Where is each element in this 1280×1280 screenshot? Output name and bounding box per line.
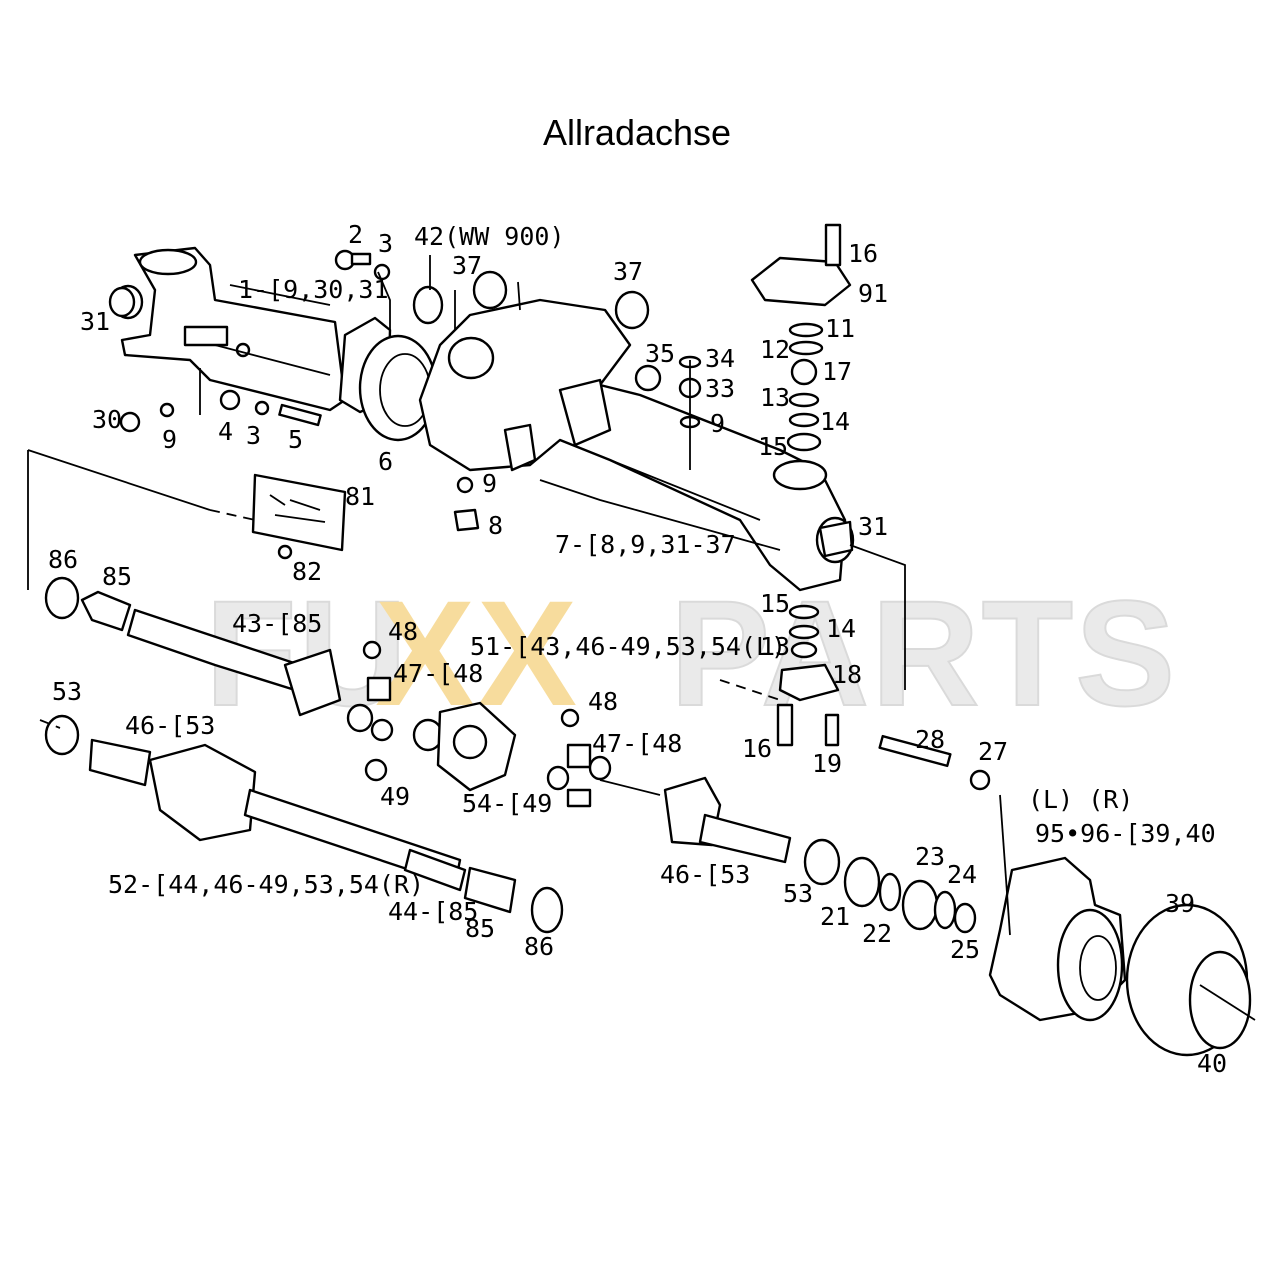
label-14: 14 <box>820 407 850 436</box>
label-13: 13 <box>760 632 790 661</box>
label-17: 17 <box>822 357 852 386</box>
label-6: 6 <box>378 447 393 476</box>
label-54: 54-[49 <box>462 789 552 818</box>
label-7: 7-[8,9,31-37 <box>555 530 736 559</box>
flange-plate <box>338 316 438 442</box>
label-16: 16 <box>742 734 772 763</box>
leader-lines <box>27 255 1256 1021</box>
page-title: Allradachse <box>542 112 732 153</box>
label-24: 24 <box>947 860 977 889</box>
label-23: 23 <box>915 842 945 871</box>
label-47: 47-[48 <box>592 729 682 758</box>
right-drive-shaft <box>44 714 564 934</box>
label-15: 15 <box>758 432 788 461</box>
label-22: 22 <box>862 919 892 948</box>
label-9: 9 <box>482 469 497 498</box>
label-44: 44-[85 <box>388 897 478 926</box>
main-axle-housing <box>418 298 855 592</box>
label-42: 42(WW 900) <box>414 222 565 251</box>
label-3: 3 <box>246 421 261 450</box>
label-4: 4 <box>218 417 233 446</box>
label-16: 16 <box>848 239 878 268</box>
label-18: 18 <box>832 660 862 689</box>
left-drive-shaft <box>44 576 394 742</box>
label-27: 27 <box>978 737 1008 766</box>
label-86: 86 <box>48 545 78 574</box>
label-15: 15 <box>760 589 790 618</box>
label-86: 86 <box>524 932 554 961</box>
label-40: 40 <box>1197 1049 1227 1078</box>
pivot-mount <box>634 223 852 452</box>
label-21: 21 <box>820 902 850 931</box>
label-2: 2 <box>348 220 363 249</box>
label-l-r: (L) (R) <box>1028 785 1133 814</box>
left-axle-bracket <box>112 246 347 412</box>
label-37: 37 <box>452 251 482 280</box>
label-81: 81 <box>345 482 375 511</box>
label-11: 11 <box>825 314 855 343</box>
label-46: 46-[53 <box>125 711 215 740</box>
label-39: 39 <box>1165 889 1195 918</box>
label-5: 5 <box>288 425 303 454</box>
lower-pivot <box>776 604 840 747</box>
label-13: 13 <box>760 383 790 412</box>
label-47: 47-[48 <box>393 659 483 688</box>
label-48: 48 <box>388 617 418 646</box>
label-31: 31 <box>80 307 110 336</box>
label-53: 53 <box>52 677 82 706</box>
label-34: 34 <box>705 344 735 373</box>
center-joint <box>364 701 612 808</box>
watermark: FU XX PARTS <box>204 568 1177 738</box>
label-49: 49 <box>380 782 410 811</box>
hardware-group-upper-left <box>108 249 650 532</box>
label-46: 46-[53 <box>660 860 750 889</box>
label-9: 9 <box>710 409 725 438</box>
label-19: 19 <box>812 749 842 778</box>
label-8: 8 <box>488 511 503 540</box>
label-28: 28 <box>915 725 945 754</box>
label-14: 14 <box>826 614 856 643</box>
label-37: 37 <box>613 257 643 286</box>
label-25: 25 <box>950 935 980 964</box>
yoke-shaft <box>663 734 991 934</box>
label-91: 91 <box>858 279 888 308</box>
wheel-hub-housing <box>988 794 1252 1057</box>
label-52: 52-[44,46-49,53,54(R) <box>108 870 424 899</box>
identification-plate <box>251 473 347 560</box>
part-labels: 2 3 42(WW 900) 37 37 1-[9,30,31 31 16 91… <box>48 220 1227 1078</box>
label-95-96: 95•96-[39,40 <box>1035 819 1216 848</box>
label-85: 85 <box>102 562 132 591</box>
label-12: 12 <box>760 335 790 364</box>
label-1: 1-[9,30,31 <box>238 275 389 304</box>
label-33: 33 <box>705 374 735 403</box>
label-85: 85 <box>465 914 495 943</box>
label-43: 43-[85 <box>232 609 322 638</box>
label-48: 48 <box>588 687 618 716</box>
label-30: 30 <box>92 405 122 434</box>
label-35: 35 <box>645 339 675 368</box>
label-3: 3 <box>378 229 393 258</box>
label-82: 82 <box>292 557 322 586</box>
label-31: 31 <box>858 512 888 541</box>
label-9: 9 <box>162 425 177 454</box>
watermark-right: PARTS <box>670 569 1177 737</box>
label-53: 53 <box>783 879 813 908</box>
label-51: 51-[43,46-49,53,54(L) <box>470 632 786 661</box>
